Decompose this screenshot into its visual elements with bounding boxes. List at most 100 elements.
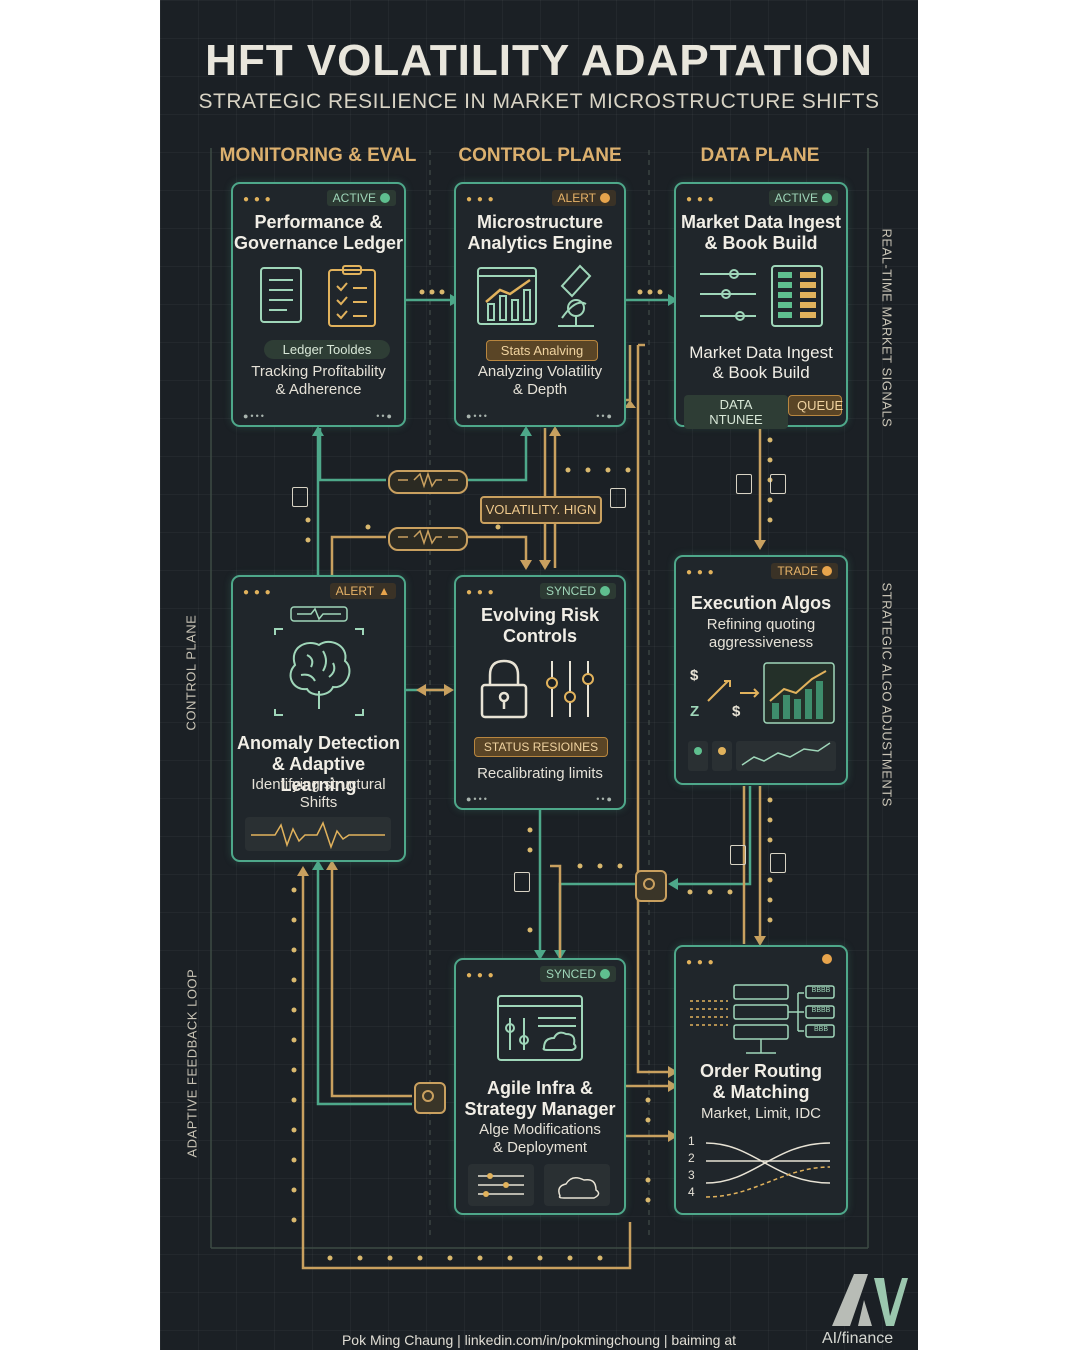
execution-charts-icon — [688, 662, 836, 771]
dashboard-cloud-icon — [497, 995, 583, 1061]
card-text-line1: Alge Modifications — [479, 1121, 601, 1138]
lane-label-control: CONTROL PLANE — [458, 145, 622, 166]
route-tag: BBBB — [811, 987, 831, 994]
status-badge-label: ALERT — [557, 191, 596, 205]
window-dots: ● ● ● — [243, 194, 272, 205]
status-badge: ALERT▲ — [329, 583, 396, 599]
status-dot-icon — [822, 566, 832, 576]
sync-hub-icon — [635, 870, 667, 902]
status-badge-label: SYNCED — [545, 967, 596, 981]
card-title-line1: Market Data Ingest — [680, 212, 842, 232]
document-icon — [292, 487, 308, 507]
diagram-canvas: HFT VOLATILITY ADAPTATION STRATEGIC RESI… — [160, 0, 918, 1350]
side-label-control-plane: CONTROL PLANE — [183, 614, 199, 731]
card-footer-dots: ●•••••● — [466, 411, 614, 421]
pulse-waveform-icon — [245, 817, 391, 851]
status-badge-label: ALERT — [335, 584, 375, 598]
route-row-numbers: 1 2 3 4 — [688, 1133, 695, 1201]
status-badge: TRADE — [771, 563, 838, 579]
card-footer-dots: ●•••••● — [243, 411, 394, 421]
status-dot-icon — [600, 586, 610, 596]
document-icon — [770, 474, 786, 494]
brain-icon — [274, 606, 364, 716]
status-badge-label: ACTIVE — [332, 191, 376, 205]
side-label-strategic-adjustments: STRATEGIC ALGO ADJUSTMENTS — [879, 582, 895, 807]
card-title-line2: & Adaptive Learning — [271, 754, 366, 795]
status-badge: SYNCED — [539, 966, 616, 982]
analytics-chart-microscope-icon — [477, 264, 594, 327]
card-order-routing[interactable]: ● ● ● BBBB BBBB BBB Order Routing & Matc… — [674, 945, 848, 1215]
card-title-line1: Microstructure — [476, 212, 604, 232]
data-feed-orderbook-icon — [700, 265, 823, 327]
card-text-line2: & Depth — [512, 381, 568, 398]
currency-symbol: $ — [732, 703, 741, 720]
status-dot-icon — [600, 969, 610, 979]
card-execution-algos[interactable]: ● ● ● TRADE Execution Algos Refining quo… — [674, 555, 848, 785]
currency-symbol: $ — [690, 667, 699, 684]
window-dots: ● ● ● — [686, 957, 715, 968]
card-text-line1: Tracking Profitability — [251, 363, 386, 380]
status-badge: ALERT — [551, 190, 616, 206]
footer-credit: Pok Ming Chaung | linkedin.com/in/pokmin… — [341, 1332, 737, 1348]
card-subtitle-line2: & Book Build — [712, 363, 810, 382]
side-label-realtime-signals: REAL-TIME MARKET SIGNALS — [879, 228, 895, 428]
route-row-number: 1 — [688, 1134, 695, 1148]
card-text-line2: & Adherence — [275, 381, 362, 398]
currency-symbol: Z — [690, 703, 700, 720]
card-title-line2: Analytics Engine — [467, 233, 613, 253]
status-badge-label: SYNCED — [545, 584, 596, 598]
card-anomaly-detection[interactable]: ● ● ● ALERT▲ Anomaly Detection & Adaptiv… — [231, 575, 406, 862]
window-dots: ● ● ● — [466, 587, 495, 598]
document-icon — [514, 872, 530, 892]
card-title-line1: Order Routing — [700, 1061, 822, 1081]
signal-switch-upper — [388, 470, 468, 494]
card-text-line1: Identifying structural — [251, 776, 386, 793]
lane-label-monitoring: MONITORING & EVAL — [219, 145, 417, 166]
card-subtitle-line1: Market Data Ingest — [689, 343, 833, 362]
card-text-line1: Refining quoting — [706, 616, 816, 633]
card-title-line1: Performance & — [254, 212, 383, 232]
card-text-line1: Recalibrating limits — [477, 765, 603, 782]
window-dots: ● ● ● — [243, 587, 272, 598]
status-badge: ACTIVE — [326, 190, 396, 206]
window-dots: ● ● ● — [466, 970, 495, 981]
card-title-line2: Governance Ledger — [233, 233, 404, 253]
status-dot-icon — [822, 954, 832, 964]
card-footer-dots: ●•••••● — [466, 794, 614, 804]
side-label-feedback-loop: ADAPTIVE FEEDBACK LOOP — [184, 968, 200, 1158]
card-status-pill: Ledger Tooldes — [264, 340, 390, 359]
window-dots: ● ● ● — [466, 194, 495, 205]
card-status-pill: Stats Analving — [486, 340, 598, 361]
volatility-indicator: VOLATILITY. HIGN — [480, 496, 602, 524]
logo-text: AI/finance — [822, 1330, 894, 1347]
page-subtitle: STRATEGIC RESILIENCE IN MARKET MICROSTRU… — [198, 90, 880, 113]
card-evolving-risk-controls[interactable]: ● ● ● SYNCED Evolving Risk Controls STAT… — [454, 575, 626, 810]
route-tag: BBB — [813, 1026, 828, 1033]
card-market-data-ingest[interactable]: ● ● ● ACTIVE Market Data Ingest & Book B… — [674, 182, 848, 429]
status-badge — [816, 953, 838, 965]
card-performance-ledger[interactable]: ● ● ● ACTIVE Performance & Governance Le… — [231, 182, 406, 427]
status-dot-icon — [600, 193, 610, 203]
waveform-icon — [398, 528, 458, 546]
ai-finance-logo — [832, 1274, 908, 1326]
card-title-line1: Evolving Risk — [480, 605, 600, 625]
server-routing-icon — [690, 984, 835, 1054]
window-dots: ● ● ● — [686, 567, 715, 578]
card-title-line1: Agile Infra & — [486, 1078, 593, 1098]
status-badge-label: TRADE — [777, 564, 818, 578]
card-text-line2: aggressiveness — [708, 634, 814, 651]
document-icon — [610, 488, 626, 508]
signal-switch-lower — [388, 527, 468, 551]
card-title-line2: & Matching — [712, 1082, 810, 1102]
status-badge-label: ACTIVE — [774, 191, 818, 205]
settings-cloud-panels-icon — [468, 1164, 610, 1206]
card-text-line2: Shifts — [299, 794, 338, 811]
document-icon — [730, 845, 746, 865]
status-badge: SYNCED — [539, 583, 616, 599]
status-badge: ACTIVE — [768, 190, 838, 206]
card-agile-infra-strategy[interactable]: ● ● ● SYNCED Agile Infra & Strategy Mana… — [454, 958, 626, 1215]
lock-sliders-icon — [480, 659, 594, 719]
page-title: HFT VOLATILITY ADAPTATION — [205, 36, 873, 85]
waveform-icon — [398, 471, 458, 489]
card-microstructure-analytics[interactable]: ● ● ● ALERT Microstructure Analytics Eng… — [454, 182, 626, 427]
